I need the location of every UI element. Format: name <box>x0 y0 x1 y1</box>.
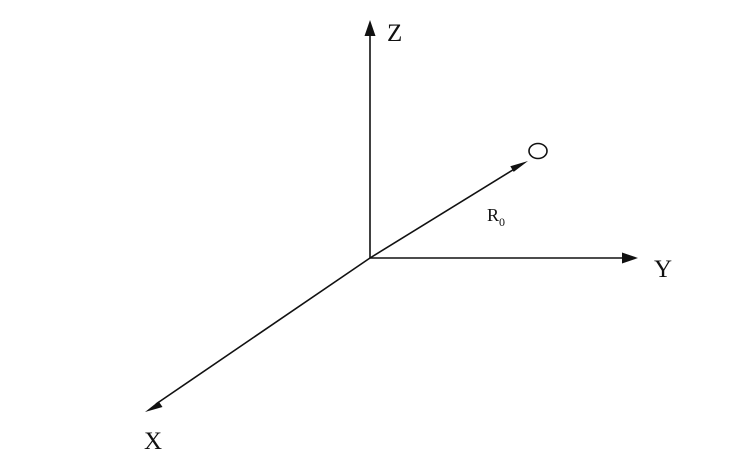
x-axis-arrowhead <box>145 401 163 412</box>
point-marker <box>528 142 548 160</box>
x-axis <box>145 257 371 412</box>
x-axis-line <box>155 257 371 405</box>
position-vector-label: R0 <box>487 205 505 229</box>
position-vector-label-main: R <box>487 205 499 225</box>
x-axis-label: X <box>144 428 162 450</box>
y-axis <box>370 252 638 264</box>
position-vector-arrowhead <box>510 161 528 172</box>
z-axis <box>364 20 376 258</box>
position-vector-line <box>369 167 517 259</box>
z-axis-label: Z <box>387 20 402 47</box>
y-axis-label: Y <box>654 256 672 283</box>
z-axis-arrowhead <box>364 20 376 36</box>
position-vector-label-subscript: 0 <box>499 215 505 229</box>
position-vector <box>369 161 528 259</box>
y-axis-arrowhead <box>622 252 638 264</box>
